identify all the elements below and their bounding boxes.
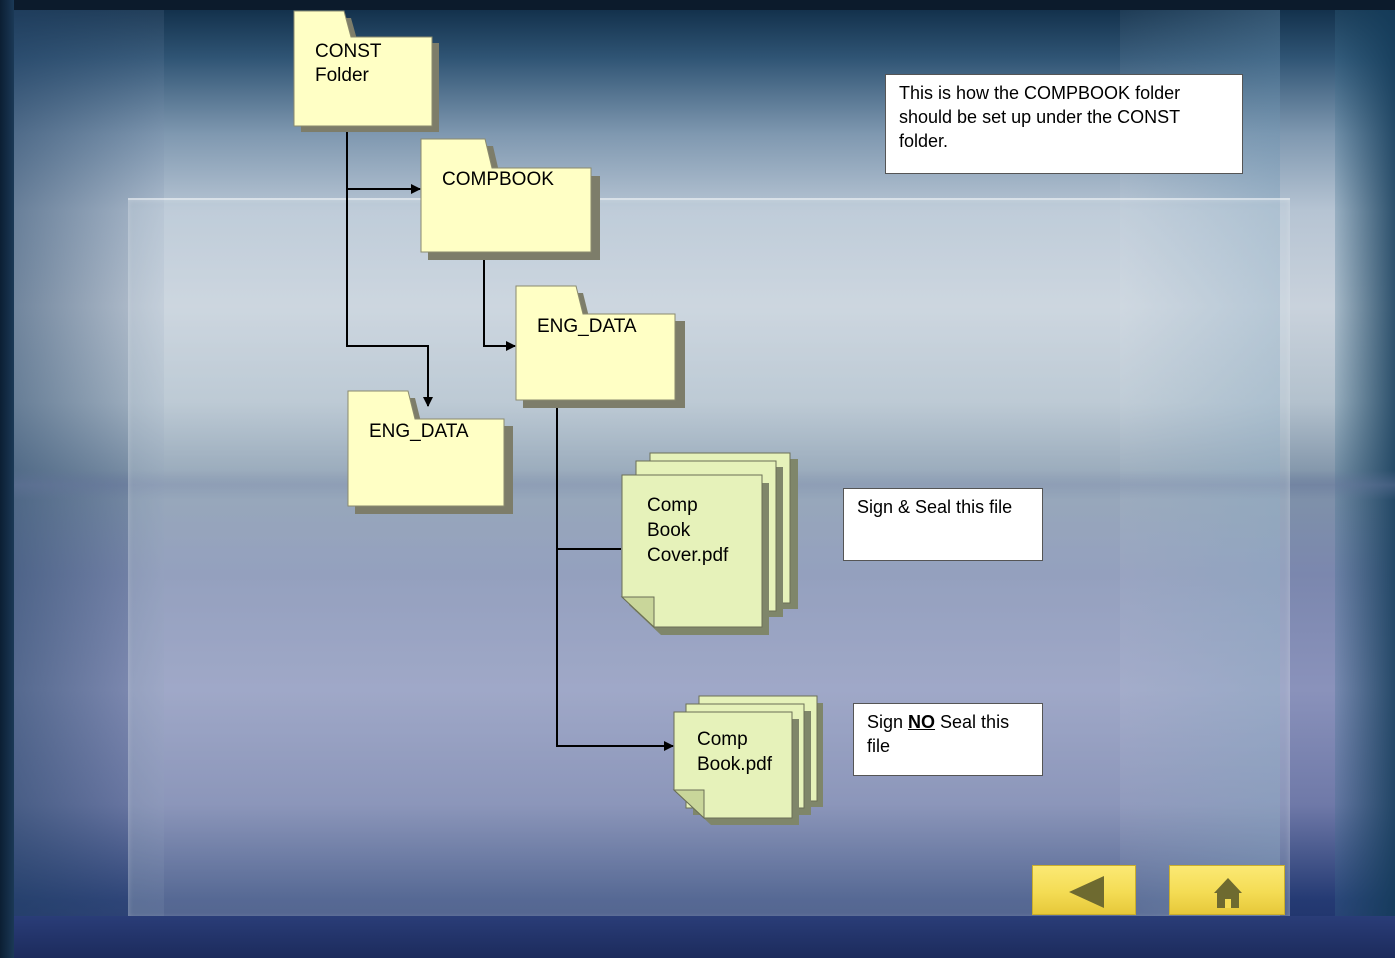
house-icon: [1214, 878, 1242, 908]
setup-note: This is how the COMPBOOK folder should b…: [885, 74, 1243, 174]
sign-and-seal-note: Sign & Seal this file: [843, 488, 1043, 561]
no-seal-emphasis: NO: [908, 712, 936, 732]
connector-compbook-to-eng-data: [483, 252, 516, 351]
left-triangle-icon: [1069, 876, 1104, 908]
folder-icon: [293, 10, 439, 132]
setup-note-text: This is how the COMPBOOK folder should b…: [899, 83, 1181, 151]
back-button[interactable]: [1032, 865, 1136, 915]
comp-book-cover-label: Comp Book Cover.pdf: [647, 495, 729, 566]
const-folder[interactable]: CONST Folder: [293, 10, 439, 134]
connector-const-to-eng-data-outer: [346, 189, 433, 407]
document-stack-icon: [620, 452, 798, 635]
folder-icon: [420, 138, 600, 260]
home-button[interactable]: [1169, 865, 1285, 915]
const-folder-label-line2: Folder: [315, 65, 369, 86]
comp-book-cover-file[interactable]: Comp Book Cover.pdf: [620, 451, 799, 637]
document-stack-icon: [672, 695, 823, 825]
connector-eng-data-to-book: [556, 549, 674, 751]
eng-data-folder-outer[interactable]: ENG_DATA: [347, 390, 517, 514]
connector-const-to-compbook: [346, 126, 421, 194]
comp-book-label: Comp Book.pdf: [697, 729, 772, 775]
comp-book-file[interactable]: Comp Book.pdf: [672, 695, 825, 827]
no-seal-prefix: Sign: [867, 712, 909, 732]
sign-no-seal-note: Sign NO Seal this file: [853, 703, 1043, 776]
folder-icon: [515, 285, 685, 408]
eng-data-outer-label: ENG_DATA: [369, 421, 469, 442]
compbook-folder-label: COMPBOOK: [442, 169, 554, 190]
sign-and-seal-note-text: Sign & Seal this file: [857, 497, 1013, 517]
no-seal-suffix: Seal this file: [867, 712, 1010, 756]
folder-icon: [347, 390, 513, 514]
connector-eng-data-to-cover: [556, 400, 621, 550]
compbook-folder[interactable]: COMPBOOK: [420, 138, 600, 262]
const-folder-label-line1: CONST: [315, 41, 382, 62]
eng-data-folder-inner[interactable]: ENG_DATA: [515, 285, 685, 409]
eng-data-inner-label: ENG_DATA: [537, 316, 637, 337]
